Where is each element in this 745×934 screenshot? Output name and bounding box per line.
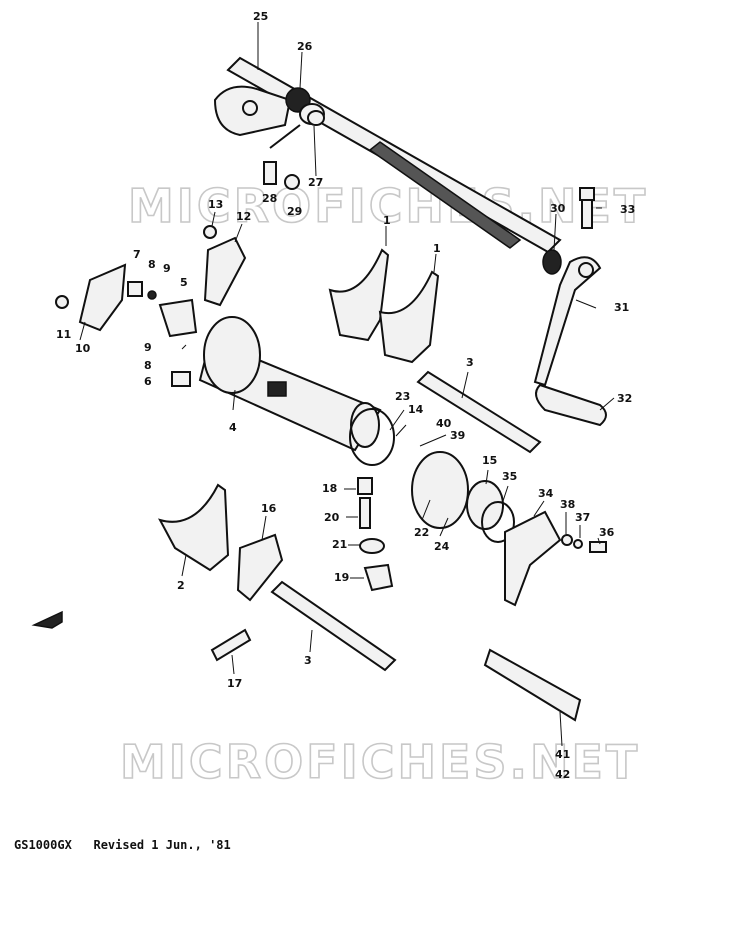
shift-fork-shaft-upper: [416, 370, 542, 454]
cam-stopper-12: [203, 236, 247, 307]
callout-labels: 25 26 27 28 29 30 33 13 12 1 1 7 8 9 5 1…: [56, 10, 635, 781]
cam-stopper-plate: [78, 263, 127, 332]
callout-1b: 1: [433, 242, 441, 255]
watermark-bottom: MICROFICHES.NET: [120, 735, 640, 789]
callout-39: 39: [450, 429, 465, 442]
footer: GS1000GX Revised 1 Jun., '81: [14, 838, 231, 852]
callout-26: 26: [297, 40, 313, 53]
callout-42: 42: [555, 768, 570, 781]
front-arrow-icon: [31, 610, 63, 629]
callout-38: 38: [560, 498, 575, 511]
shift-fork-shaft-lower: [270, 580, 397, 672]
model-code: GS1000GX: [14, 838, 72, 852]
callout-15: 15: [482, 454, 497, 467]
washer-37: [573, 539, 583, 549]
shift-fork-lower: [158, 483, 230, 572]
bearing-plate-22: [411, 451, 469, 529]
callout-35: 35: [502, 470, 517, 483]
callout-36: 36: [599, 526, 615, 539]
screw-36: [589, 541, 607, 553]
callout-30: 30: [550, 202, 566, 215]
gearshift-arm: [213, 85, 311, 137]
spring-8: [147, 290, 157, 300]
callout-31: 31: [614, 301, 629, 314]
callout-8b: 8: [144, 359, 152, 372]
neutral-switch-18: [357, 477, 373, 495]
contact-19: [363, 563, 394, 592]
callout-41: 41: [555, 748, 570, 761]
callout-28: 28: [262, 192, 277, 205]
callout-3b: 3: [304, 654, 312, 667]
leader-lines: [79, 22, 615, 747]
callout-37: 37: [575, 511, 590, 524]
callout-5: 5: [180, 276, 188, 289]
callout-3a: 3: [466, 356, 474, 369]
shift-fork-upper-left: [328, 248, 390, 342]
callout-40: 40: [436, 417, 452, 430]
return-spring: [269, 103, 325, 149]
callout-21: 21: [332, 538, 347, 551]
callout-10: 10: [75, 342, 91, 355]
callout-34: 34: [538, 487, 554, 500]
callout-9b: 9: [144, 341, 152, 354]
callout-6: 6: [144, 375, 152, 388]
callout-23: 23: [395, 390, 410, 403]
callout-29: 29: [287, 205, 302, 218]
shift-fork-upper-right: [378, 270, 440, 364]
callout-33: 33: [620, 203, 635, 216]
callout-2: 2: [177, 579, 185, 592]
watermark-top: MICROFICHES.NET: [128, 179, 648, 233]
callout-7: 7: [133, 248, 141, 261]
callout-8a: 8: [148, 258, 156, 271]
callout-32: 32: [617, 392, 632, 405]
callout-11: 11: [56, 328, 71, 341]
callout-25: 25: [253, 10, 268, 23]
cam-stopper-pin: [127, 281, 143, 297]
callout-4: 4: [229, 421, 237, 434]
circlip: [349, 408, 395, 466]
callout-20: 20: [324, 511, 340, 524]
gearshift-cam: [198, 316, 382, 452]
callout-27: 27: [308, 176, 323, 189]
clamp-bolt: [579, 187, 595, 229]
gear-position-plate: [483, 648, 582, 722]
callout-24: 24: [434, 540, 450, 553]
washer-38: [561, 534, 573, 546]
callout-12: 12: [236, 210, 251, 223]
spring-20: [359, 497, 371, 529]
cam-driven-gear: [158, 298, 198, 338]
o-ring-21: [359, 538, 385, 554]
bolt-13: [203, 225, 217, 239]
callout-17: 17: [227, 677, 242, 690]
stopper-bolt: [263, 161, 300, 190]
oil-seal: [542, 249, 562, 275]
gearshift-lever: [533, 256, 607, 427]
cam-guide-6: [171, 371, 191, 387]
screw-11: [55, 295, 69, 309]
callout-16: 16: [261, 502, 277, 515]
callout-22: 22: [414, 526, 429, 539]
callout-14: 14: [408, 403, 424, 416]
gear-position-bracket: [504, 510, 562, 607]
cam-pawl: [236, 533, 284, 602]
callout-1a: 1: [383, 214, 391, 227]
o-ring-35: [481, 501, 515, 543]
callout-13: 13: [208, 198, 223, 211]
bearing-15: [466, 480, 504, 530]
callout-19: 19: [334, 571, 349, 584]
callout-9a: 9: [163, 262, 171, 275]
revision-note: Revised 1 Jun., '81: [93, 838, 231, 852]
spring-17: [210, 628, 252, 662]
callout-18: 18: [322, 482, 337, 495]
